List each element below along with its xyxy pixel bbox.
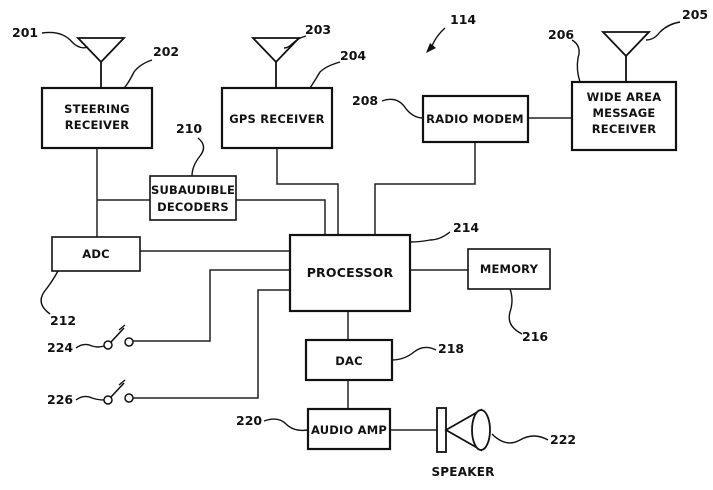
gps-antenna-icon xyxy=(250,37,302,88)
steering-receiver-block: STEERING RECEIVER xyxy=(40,86,154,150)
ref-220: 220 xyxy=(236,413,262,428)
ref-218: 218 xyxy=(438,341,464,356)
processor-block: PROCESSOR xyxy=(288,233,412,313)
ref-212: 212 xyxy=(50,313,76,328)
ref-204: 204 xyxy=(340,48,366,63)
wide-area-label-3: RECEIVER xyxy=(592,122,657,136)
connection-wires xyxy=(96,117,572,431)
ref-114: 114 xyxy=(450,12,476,27)
speaker-icon xyxy=(436,407,491,453)
dac-label: DAC xyxy=(335,354,363,368)
ref-224: 224 xyxy=(47,340,73,355)
ref-226: 226 xyxy=(47,392,73,407)
ref-205: 205 xyxy=(682,7,708,22)
decoders-label-1: SUBAUDIBLE xyxy=(151,183,235,197)
subaudible-decoders-block: SUBAUDIBLE DECODERS xyxy=(149,175,237,221)
ref-210: 210 xyxy=(176,121,202,136)
ref-206: 206 xyxy=(548,27,574,42)
steering-receiver-label-2: RECEIVER xyxy=(65,118,130,132)
switch-224-icon xyxy=(103,324,134,350)
speaker-label: SPEAKER xyxy=(431,465,494,479)
memory-label: MEMORY xyxy=(480,262,539,276)
wide-area-receiver-block: WIDE AREA MESSAGE RECEIVER xyxy=(570,80,678,152)
ref-214: 214 xyxy=(453,220,479,235)
wide-area-antenna-icon xyxy=(600,31,652,82)
ref-216: 216 xyxy=(522,329,548,344)
ref-202: 202 xyxy=(153,44,179,59)
radio-modem-label: RADIO MODEM xyxy=(426,112,524,126)
ref-208: 208 xyxy=(352,93,378,108)
gps-receiver-label: GPS RECEIVER xyxy=(229,112,324,126)
ref-201: 201 xyxy=(12,25,38,40)
radio-modem-block: RADIO MODEM xyxy=(421,94,530,144)
gps-receiver-block: GPS RECEIVER xyxy=(220,86,334,150)
wide-area-label-1: WIDE AREA xyxy=(587,90,662,104)
decoders-label-2: DECODERS xyxy=(157,200,229,214)
adc-block: ADC xyxy=(51,236,141,272)
wide-area-label-2: MESSAGE xyxy=(593,106,656,120)
steering-receiver-label-1: STEERING xyxy=(64,102,130,116)
reference-numerals: 201 202 203 204 114 205 206 208 210 212 … xyxy=(12,7,708,447)
steering-antenna-icon xyxy=(75,37,127,88)
audio-amp-block: AUDIO AMP xyxy=(306,407,392,451)
adc-label: ADC xyxy=(82,247,110,261)
switch-226-icon xyxy=(103,379,134,405)
ref-203: 203 xyxy=(305,22,331,37)
memory-block: MEMORY xyxy=(467,248,551,290)
processor-label: PROCESSOR xyxy=(307,265,394,280)
ref-222: 222 xyxy=(550,432,576,447)
audio-amp-label: AUDIO AMP xyxy=(311,423,387,437)
dac-block: DAC xyxy=(304,338,394,382)
